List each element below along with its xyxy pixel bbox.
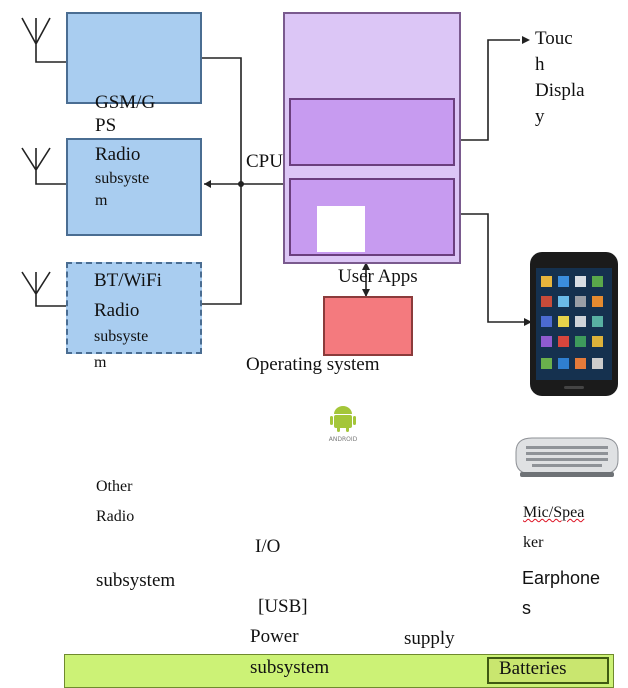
- mic-speaker-label-line2: ker: [523, 534, 544, 551]
- antenna-icon: [21, 147, 66, 185]
- earphones-label-line1: Earphone: [522, 568, 601, 588]
- other-label: Other: [96, 478, 133, 495]
- touch-display-label-line1: Touc: [535, 28, 573, 49]
- radio-label: Radio: [95, 144, 141, 165]
- cpu-label: CPU: [246, 151, 283, 172]
- subsystem-label-tail: m: [95, 192, 108, 209]
- bt-subsystem-label-tail: m: [94, 354, 107, 371]
- subsystem-label: subsyste: [95, 170, 150, 187]
- svg-text:ANDROID: ANDROID: [329, 436, 358, 443]
- bt-wifi-label: BT/WiFi: [94, 270, 162, 291]
- android-logo: ANDROID: [318, 404, 368, 444]
- earphones-label-line2: s: [522, 598, 531, 618]
- gsm-gps-label-line1: GSM/G: [95, 92, 156, 113]
- antenna-icon: [21, 271, 66, 307]
- batteries-label: Batteries: [499, 658, 567, 679]
- touch-display-label-line3: Displa: [535, 80, 585, 101]
- operating-system-label: Operating system: [246, 354, 380, 375]
- io-label: I/O: [255, 536, 281, 557]
- user-apps-label: User Apps: [338, 266, 418, 287]
- bt-radio-label: Radio: [94, 300, 140, 321]
- touch-display-label-line2: h: [535, 54, 545, 75]
- cpu-inner-block-bottom: [289, 178, 455, 256]
- antenna-icon: [21, 17, 66, 63]
- keyboard-device-image: [512, 432, 622, 480]
- other-radio-label: Radio: [96, 508, 135, 525]
- gsm-gps-label-line2: PS: [95, 115, 117, 136]
- usb-label: [USB]: [258, 596, 308, 617]
- white-square: [317, 206, 365, 252]
- mic-speaker-label-line1: Mic/Spea: [523, 504, 584, 522]
- touch-display-label-line4: y: [535, 106, 545, 127]
- bt-subsystem-label: subsyste: [94, 328, 149, 345]
- os-box: [323, 296, 413, 356]
- supply-label: supply: [404, 628, 455, 649]
- bt-wifi-box: [66, 262, 202, 354]
- batteries-box: [487, 657, 609, 684]
- cpu-inner-block-top: [289, 98, 455, 166]
- radio-subsystem-box: [66, 138, 202, 236]
- gsm-gps-box: [66, 12, 202, 104]
- smartphone-image: [528, 250, 620, 398]
- power-label: Power: [250, 626, 299, 647]
- mic-word: Mic/Spea: [523, 504, 585, 521]
- other-subsystem-label: subsystem: [96, 570, 176, 591]
- power-subsystem-label: subsystem: [250, 657, 330, 678]
